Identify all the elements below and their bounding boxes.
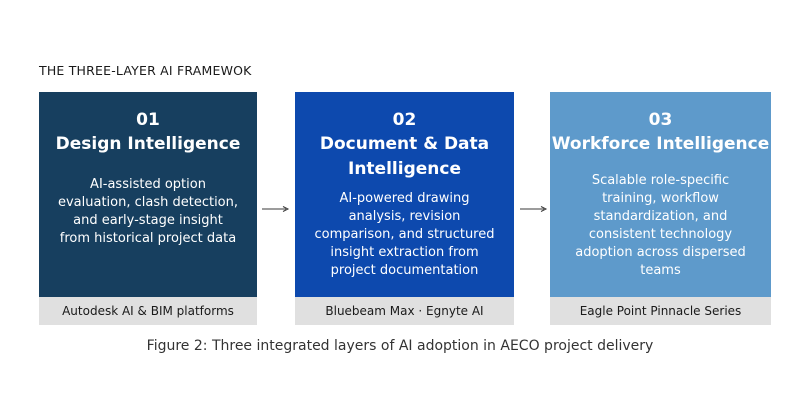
layer-number: 01 bbox=[136, 110, 160, 130]
layer-platform-footer: Eagle Point Pinnacle Series bbox=[550, 297, 771, 325]
framework-heading: THE THREE-LAYER AI FRAMEWOK bbox=[39, 63, 252, 78]
layer-box-workforce-intelligence: 03 Workforce Intelligence Scalable role-… bbox=[550, 92, 771, 297]
arrow-right-icon bbox=[520, 206, 548, 212]
arrow-right-icon bbox=[262, 206, 290, 212]
layer-box-document-data-intelligence: 02 Document & Data Intelligence AI-power… bbox=[295, 92, 514, 297]
layer-platform-footer: Autodesk AI & BIM platforms bbox=[39, 297, 257, 325]
layer-description: Scalable role-specific training, workflo… bbox=[575, 173, 746, 278]
layer-number: 02 bbox=[392, 110, 417, 130]
layer-title: Workforce Intelligence bbox=[551, 134, 770, 154]
figure-caption: Figure 2: Three integrated layers of AI … bbox=[146, 338, 654, 354]
layer-description: AI-powered drawing analysis, revision co… bbox=[314, 191, 495, 278]
layer-description: AI-assisted option evaluation, clash det… bbox=[57, 177, 239, 246]
layer-number: 03 bbox=[648, 110, 673, 130]
layer-title: Document & Data Intelligence bbox=[319, 134, 490, 179]
layer-box-design-intelligence: 01 Design Intelligence AI-assisted optio… bbox=[39, 92, 257, 297]
layer-title: Design Intelligence bbox=[55, 134, 241, 154]
layer-platform-footer: Bluebeam Max · Egnyte AI bbox=[295, 297, 514, 325]
